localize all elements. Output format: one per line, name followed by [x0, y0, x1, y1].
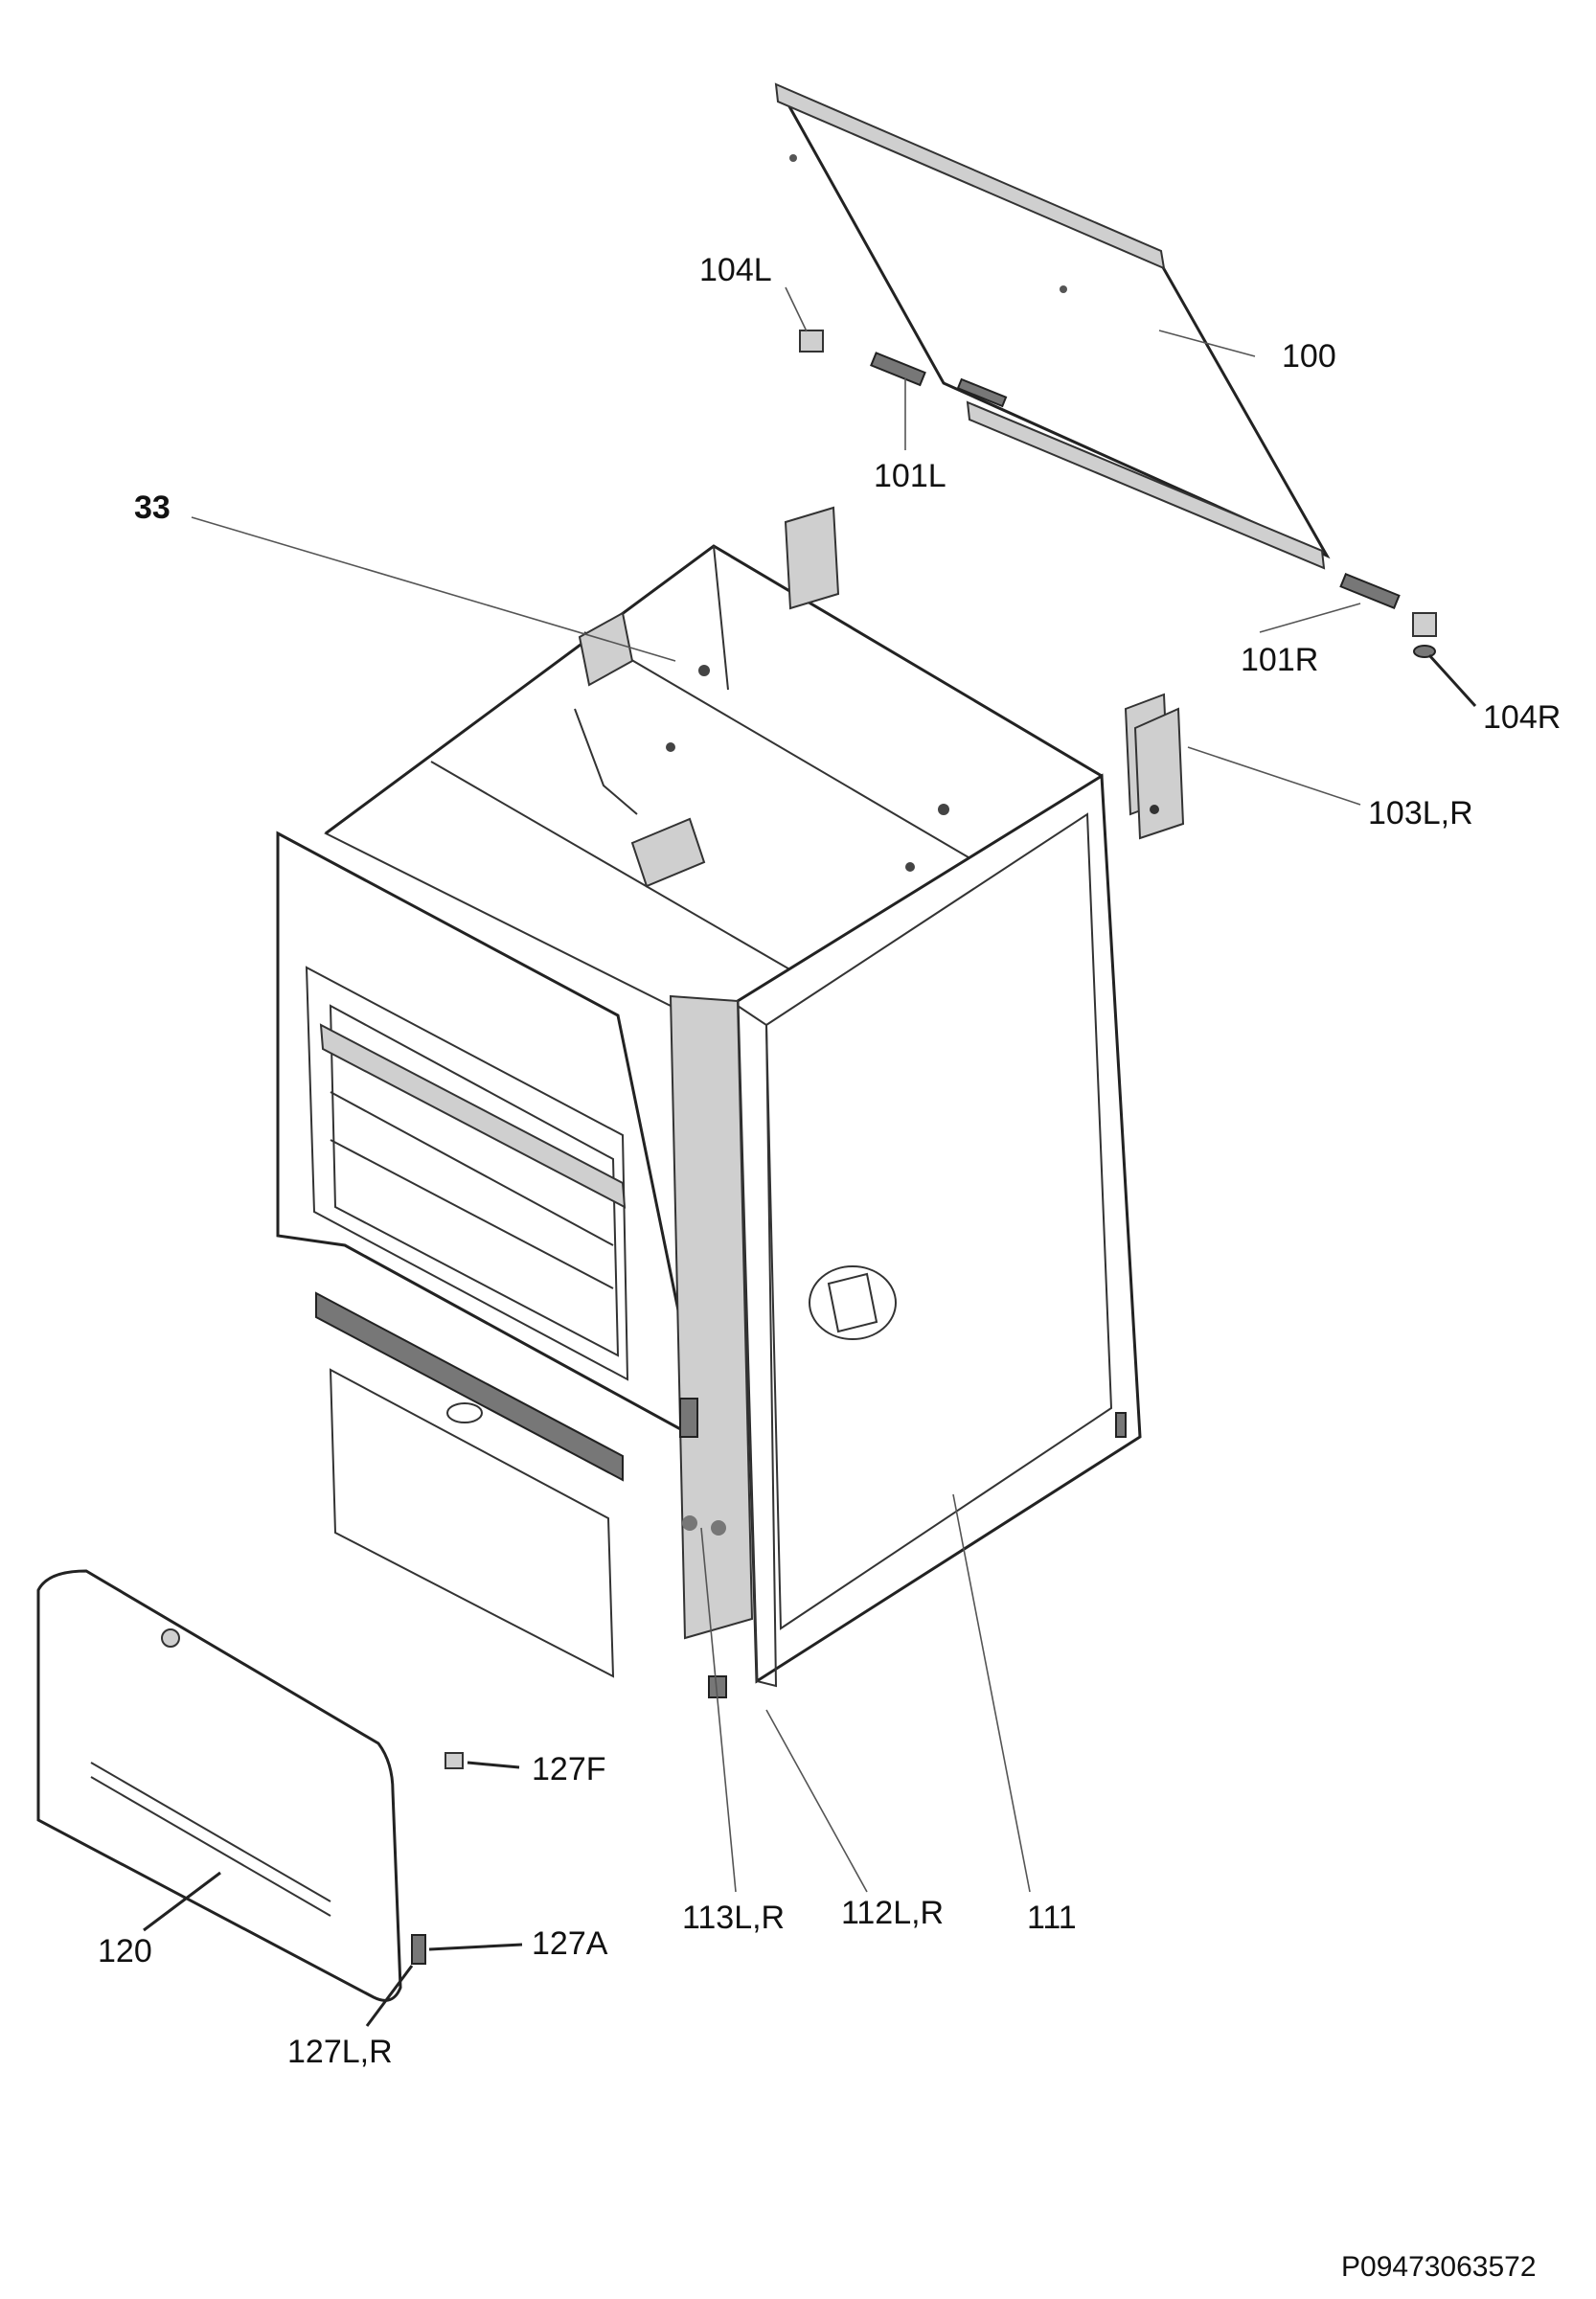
front-frame	[276, 831, 706, 1678]
label-101R: 101R	[1241, 642, 1319, 678]
side-rails	[669, 994, 778, 1698]
label-113LR: 113L,R	[682, 1900, 786, 1936]
top-panel	[774, 82, 1331, 570]
label-111: 111	[1027, 1900, 1077, 1936]
label-101L: 101L	[874, 458, 946, 494]
side-panel	[736, 773, 1142, 1684]
label-127LR: 127L,R	[287, 2034, 393, 2070]
clip-127F	[445, 1752, 464, 1769]
leader-lines	[143, 286, 1477, 2027]
label-100: 100	[1282, 338, 1336, 375]
label-104R: 104R	[1483, 699, 1562, 736]
label-112LR: 112L,R	[841, 1895, 945, 1931]
drawer-door	[36, 1569, 426, 2002]
label-127F: 127F	[532, 1751, 606, 1787]
label-127A: 127A	[532, 1925, 608, 1962]
bracket-103	[1133, 707, 1185, 840]
label-120: 120	[98, 1933, 152, 1969]
document-id: P09473063572	[1341, 2251, 1537, 2283]
top-hardware	[799, 330, 1437, 658]
label-103LR: 103L,R	[1368, 795, 1473, 831]
label-33: 33	[134, 489, 171, 526]
label-104L: 104L	[699, 252, 772, 288]
